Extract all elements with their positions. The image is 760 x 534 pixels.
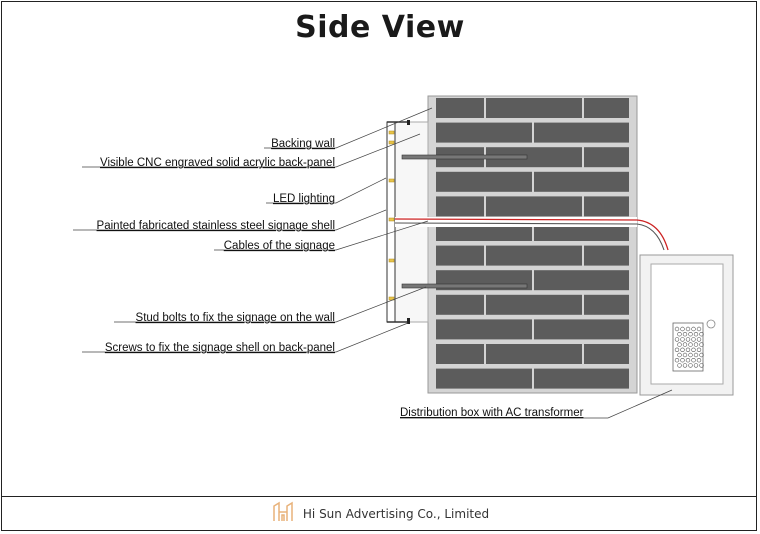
vent-hole xyxy=(688,332,693,337)
brick xyxy=(534,122,629,143)
vent-hole xyxy=(674,358,680,363)
vent-hole xyxy=(693,363,699,368)
vent-hole xyxy=(693,342,699,347)
brick xyxy=(486,147,582,168)
brick xyxy=(486,245,582,266)
brick xyxy=(534,319,629,340)
vent-hole xyxy=(699,332,704,337)
brick xyxy=(436,245,484,266)
vent-hole xyxy=(691,347,696,352)
label-screws: Screws to fix the signage shell on back-… xyxy=(105,342,335,354)
brick-wall xyxy=(427,95,638,394)
brick xyxy=(486,294,582,315)
vent-hole xyxy=(696,326,702,332)
brick xyxy=(486,196,582,217)
vent-hole xyxy=(699,352,704,358)
brick xyxy=(436,196,484,217)
vent-hole xyxy=(696,358,702,363)
leader-lines xyxy=(73,107,673,419)
vent-hole xyxy=(680,337,685,342)
brick xyxy=(436,98,484,118)
label-distribution-box: Distribution box with AC transformer xyxy=(400,407,584,419)
vent-hole xyxy=(677,363,682,368)
screws xyxy=(407,120,410,324)
vent-hole xyxy=(674,337,680,342)
brick xyxy=(436,344,484,364)
brick xyxy=(534,270,629,291)
brick xyxy=(436,122,532,143)
company-name: Hi Sun Advertising Co., Limited xyxy=(302,507,490,521)
brick xyxy=(534,171,629,192)
vent-hole xyxy=(677,332,682,337)
label-signage-shell: Painted fabricated stainless steel signa… xyxy=(97,220,335,232)
vent-hole xyxy=(682,342,688,347)
footer: Hi Sun Advertising Co., Limited xyxy=(0,498,760,530)
vent-hole xyxy=(677,342,682,347)
vent-hole xyxy=(685,347,691,352)
vent-hole xyxy=(693,332,699,337)
vent-hole xyxy=(674,326,680,332)
vent-hole xyxy=(685,326,691,332)
vent-hole xyxy=(696,337,702,342)
vent-hole xyxy=(680,326,685,332)
vent-hole xyxy=(693,352,699,358)
brick xyxy=(584,147,629,168)
stud-bolts xyxy=(401,154,528,289)
vent-hole xyxy=(688,342,693,347)
brick xyxy=(436,171,532,192)
vent-hole xyxy=(680,347,685,352)
vent-hole xyxy=(699,363,704,368)
label-backing-wall: Backing wall xyxy=(271,138,335,150)
brick xyxy=(584,196,629,217)
vent-hole xyxy=(682,352,688,358)
label-acrylic-back-panel: Visible CNC engraved solid acrylic back-… xyxy=(100,157,335,169)
vent-hole xyxy=(680,358,685,363)
brick xyxy=(486,98,582,118)
vent-hole xyxy=(677,352,682,358)
vent-hole xyxy=(699,342,704,347)
brick xyxy=(584,98,629,118)
vent-hole xyxy=(688,363,693,368)
hi-sun-logo-icon xyxy=(271,500,295,528)
page-title: Side View xyxy=(295,10,465,45)
footer-divider xyxy=(1,496,757,497)
brick xyxy=(436,294,484,315)
ac-transformer xyxy=(672,322,704,372)
brick xyxy=(584,245,629,266)
label-cables: Cables of the signage xyxy=(224,240,335,252)
label-led-lighting: LED lighting xyxy=(273,193,335,205)
distribution-box xyxy=(639,254,734,396)
brick xyxy=(584,344,629,364)
brick xyxy=(584,294,629,315)
vent-hole xyxy=(682,363,688,368)
vent-hole xyxy=(682,332,688,337)
vent-hole xyxy=(685,358,691,363)
vent-hole xyxy=(685,337,691,342)
brick xyxy=(486,344,582,364)
label-stud-bolts: Stud bolts to fix the signage on the wal… xyxy=(136,312,335,324)
brick xyxy=(436,319,532,340)
vent-hole xyxy=(674,347,680,352)
vent-hole xyxy=(691,358,696,363)
vent-hole xyxy=(696,347,702,352)
vent-hole xyxy=(691,326,696,332)
brick xyxy=(534,368,629,389)
brick xyxy=(436,368,532,389)
vent-hole xyxy=(691,337,696,342)
led-lighting-modules xyxy=(388,130,395,301)
signage-cables xyxy=(394,217,669,251)
vent-hole xyxy=(688,352,693,358)
